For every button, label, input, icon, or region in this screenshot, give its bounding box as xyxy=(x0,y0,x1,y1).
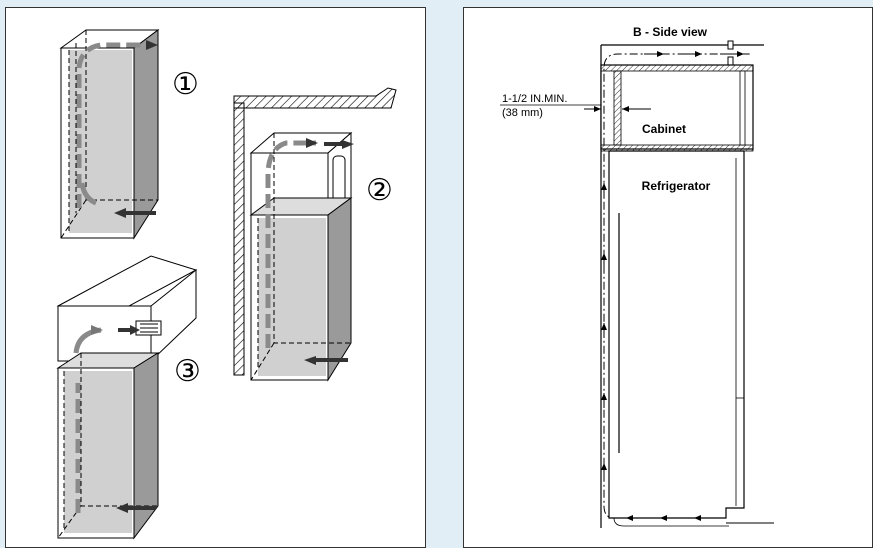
step-1-marker: ① xyxy=(172,67,199,102)
side-view-diagram: B - Side view Cabinet Refrigerator 1-1/2… xyxy=(500,25,774,528)
clearance-metric: (38 mm) xyxy=(502,107,543,119)
installation-options-illustration: ① ② xyxy=(56,29,397,540)
cabinet-label: Cabinet xyxy=(642,122,686,136)
refrigerator-outline xyxy=(608,150,745,519)
side-view-panel: B - Side view Cabinet Refrigerator 1-1/2… xyxy=(463,7,873,548)
clearance-label: 1-1/2 IN.MIN. xyxy=(502,93,567,105)
step-2-marker: ② xyxy=(366,173,393,208)
refrigerator-label: Refrigerator xyxy=(642,179,711,193)
side-view-title: B - Side view xyxy=(633,25,708,39)
option-3-under-overhead-cabinet: ③ xyxy=(56,255,201,540)
option-2-built-in-under-cabinet: ② xyxy=(233,87,397,382)
cabinet-outline xyxy=(600,64,754,150)
step-3-marker: ③ xyxy=(174,354,201,389)
option-1-freestanding: ① xyxy=(59,29,199,240)
installation-options-panel: ① ② xyxy=(5,7,426,548)
